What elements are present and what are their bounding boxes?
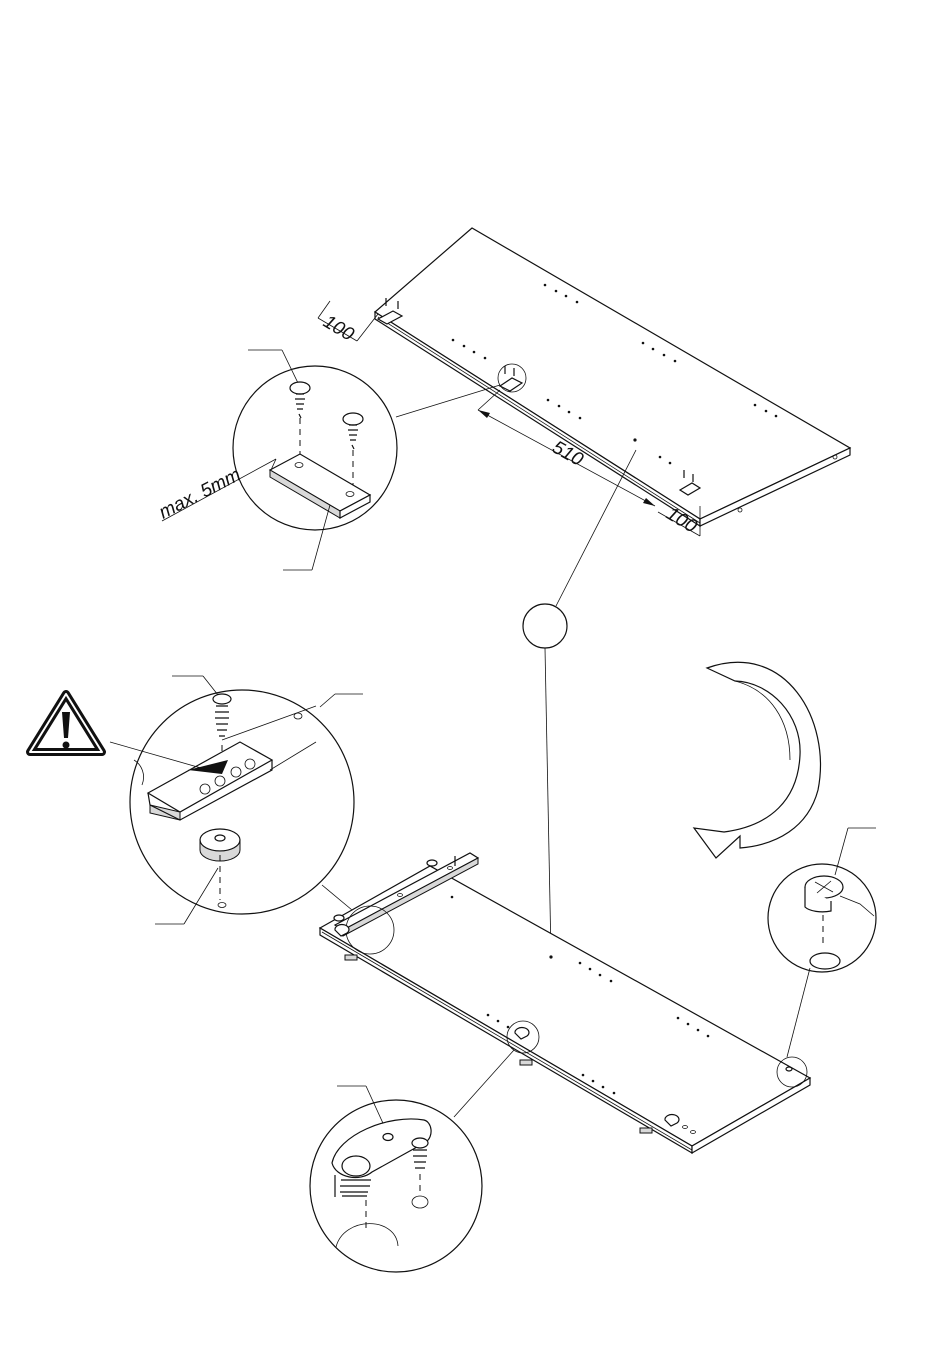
step-callout xyxy=(523,450,636,955)
cam-lock-icon xyxy=(805,876,874,916)
detail-cam-bolt xyxy=(768,828,876,1057)
detail-hinge-rail xyxy=(110,676,363,924)
dim-max-5mm: max. 5mm xyxy=(156,464,245,523)
cam-lock-icon xyxy=(427,860,437,866)
dim-100-left: 100 xyxy=(319,311,357,346)
detail-hinge-plate: max. 5mm xyxy=(156,350,500,570)
screw-icon xyxy=(290,382,310,462)
detail-cam-lock xyxy=(310,1050,514,1272)
screw-icon xyxy=(343,413,363,490)
dimension-left: 100 xyxy=(318,301,378,346)
warning-triangle-icon xyxy=(30,694,102,752)
cam-lock-icon xyxy=(332,1119,431,1197)
bottom-panel xyxy=(320,853,810,1153)
top-panel xyxy=(375,228,850,526)
rotate-arrow-icon xyxy=(694,662,820,858)
cam-lock-icon xyxy=(334,915,344,921)
